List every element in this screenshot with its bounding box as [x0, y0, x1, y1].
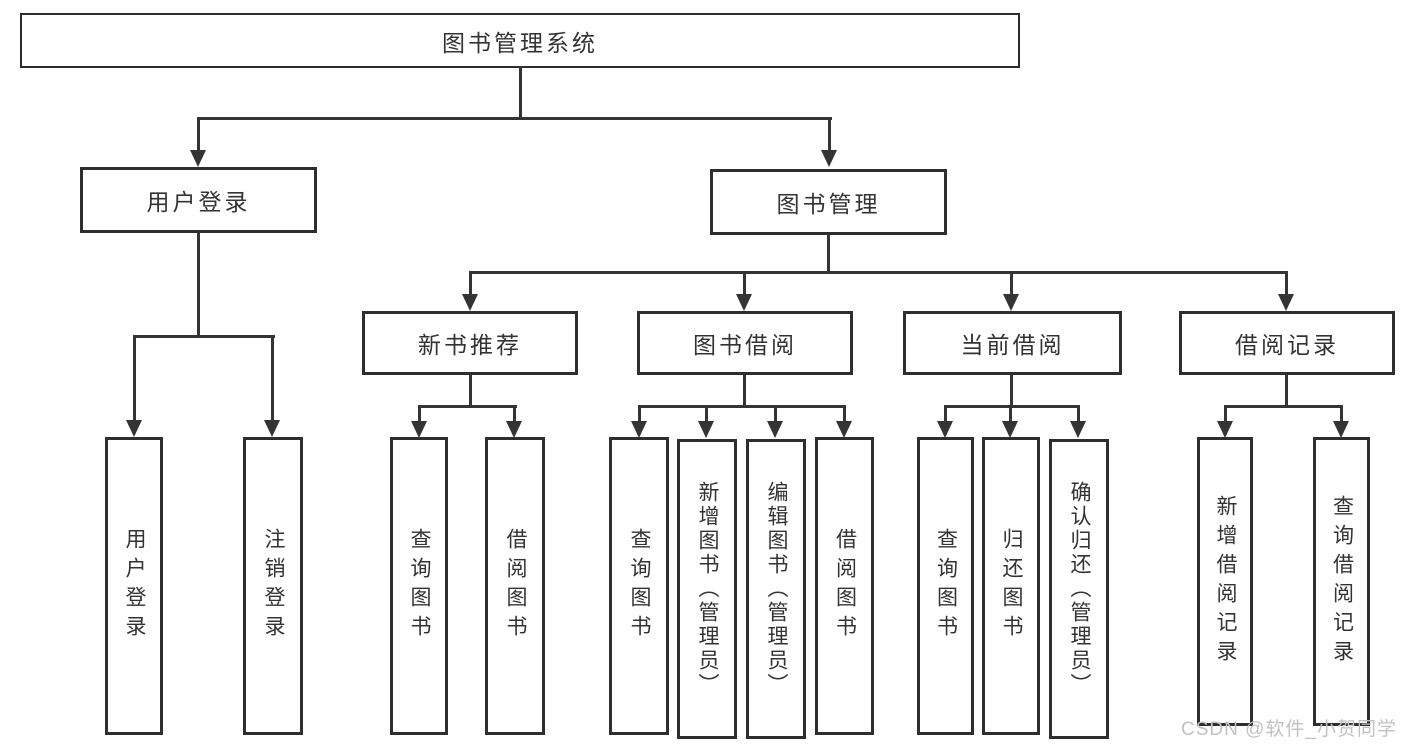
connector-level2-branch — [469, 271, 1288, 274]
leaf-confirm-return-admin: 确认归还（管理员） — [1049, 439, 1109, 739]
connector-level1-branch — [197, 117, 832, 120]
arrowhead-down-icon — [736, 294, 752, 311]
connector-stem — [1009, 406, 1012, 422]
leaf-user-login: 用户登录 — [105, 437, 163, 735]
arrowhead-down-icon — [631, 421, 647, 438]
leaf-add-books-admin: 新增图书（管理员） — [677, 439, 737, 739]
connector-stem — [705, 406, 708, 422]
leaf-borrow-books: 借阅图书 — [815, 437, 874, 735]
arrowhead-down-icon — [462, 294, 478, 311]
leaf-logout: 注销登录 — [243, 437, 303, 735]
node-current-borrow: 当前借阅 — [903, 311, 1122, 375]
arrowhead-down-icon — [506, 421, 522, 438]
arrowhead-down-icon — [1278, 294, 1294, 311]
arrowhead-down-icon — [1217, 421, 1233, 438]
connector-book-management-trunk — [827, 235, 830, 272]
arrowhead-down-icon — [126, 420, 142, 437]
node-book-borrow: 图书借阅 — [637, 311, 853, 375]
connector-branch — [944, 405, 1080, 408]
connector-branch — [418, 405, 517, 408]
connector-stem — [828, 118, 831, 151]
leaf-query-books: 查询图书 — [390, 437, 448, 735]
connector-stem — [1285, 272, 1288, 295]
arrowhead-down-icon — [1003, 294, 1019, 311]
connector-stem — [197, 118, 200, 151]
leaf-borrow-books: 借阅图书 — [485, 437, 545, 735]
connector-stem — [638, 406, 641, 422]
connector-stem — [843, 406, 846, 422]
node-user-login: 用户登录 — [80, 167, 317, 233]
connector-user-login-trunk — [197, 233, 200, 338]
connector-stem — [469, 272, 472, 295]
connector-stem — [271, 336, 274, 421]
connector-stem — [418, 406, 421, 422]
connector-stem — [1010, 272, 1013, 295]
leaf-add-borrow-record: 新增借阅记录 — [1197, 437, 1253, 726]
arrowhead-down-icon — [767, 421, 783, 438]
connector-stem — [133, 336, 136, 421]
node-new-book-recommend: 新书推荐 — [362, 311, 578, 375]
connector-trunk — [1010, 375, 1013, 406]
node-library-management-system: 图书管理系统 — [20, 13, 1020, 68]
connector-stem — [1077, 406, 1080, 422]
leaf-return-books: 归还图书 — [982, 437, 1040, 735]
arrowhead-down-icon — [190, 150, 206, 167]
connector-stem — [743, 272, 746, 295]
connector-stem — [774, 406, 777, 422]
connector-branch — [638, 405, 846, 408]
connector-trunk — [1285, 375, 1288, 406]
arrowhead-down-icon — [821, 150, 837, 167]
csdn-watermark: CSDN @软件_小贺同学 — [1181, 719, 1397, 740]
arrowhead-down-icon — [836, 421, 852, 438]
arrowhead-down-icon — [411, 421, 427, 438]
connector-trunk — [469, 375, 472, 406]
arrowhead-down-icon — [937, 421, 953, 438]
connector-branch — [1224, 405, 1343, 408]
connector-trunk — [743, 375, 746, 406]
connector-stem — [1224, 406, 1227, 422]
connector-stem — [513, 406, 516, 422]
connector-user-login-branch — [133, 335, 275, 338]
arrowhead-down-icon — [1070, 421, 1086, 438]
arrowhead-down-icon — [1333, 421, 1349, 438]
connector-stem — [944, 406, 947, 422]
connector-stem — [1340, 406, 1343, 422]
leaf-edit-books-admin: 编辑图书（管理员） — [746, 439, 806, 739]
arrowhead-down-icon — [264, 420, 280, 437]
leaf-query-borrow-record: 查询借阅记录 — [1313, 437, 1370, 726]
arrowhead-down-icon — [1002, 421, 1018, 438]
node-borrow-records: 借阅记录 — [1179, 311, 1395, 375]
leaf-query-books: 查询图书 — [609, 437, 669, 735]
connector-root-trunk — [519, 66, 522, 120]
leaf-query-books: 查询图书 — [917, 437, 974, 735]
arrowhead-down-icon — [698, 421, 714, 438]
node-book-management: 图书管理 — [710, 169, 947, 235]
